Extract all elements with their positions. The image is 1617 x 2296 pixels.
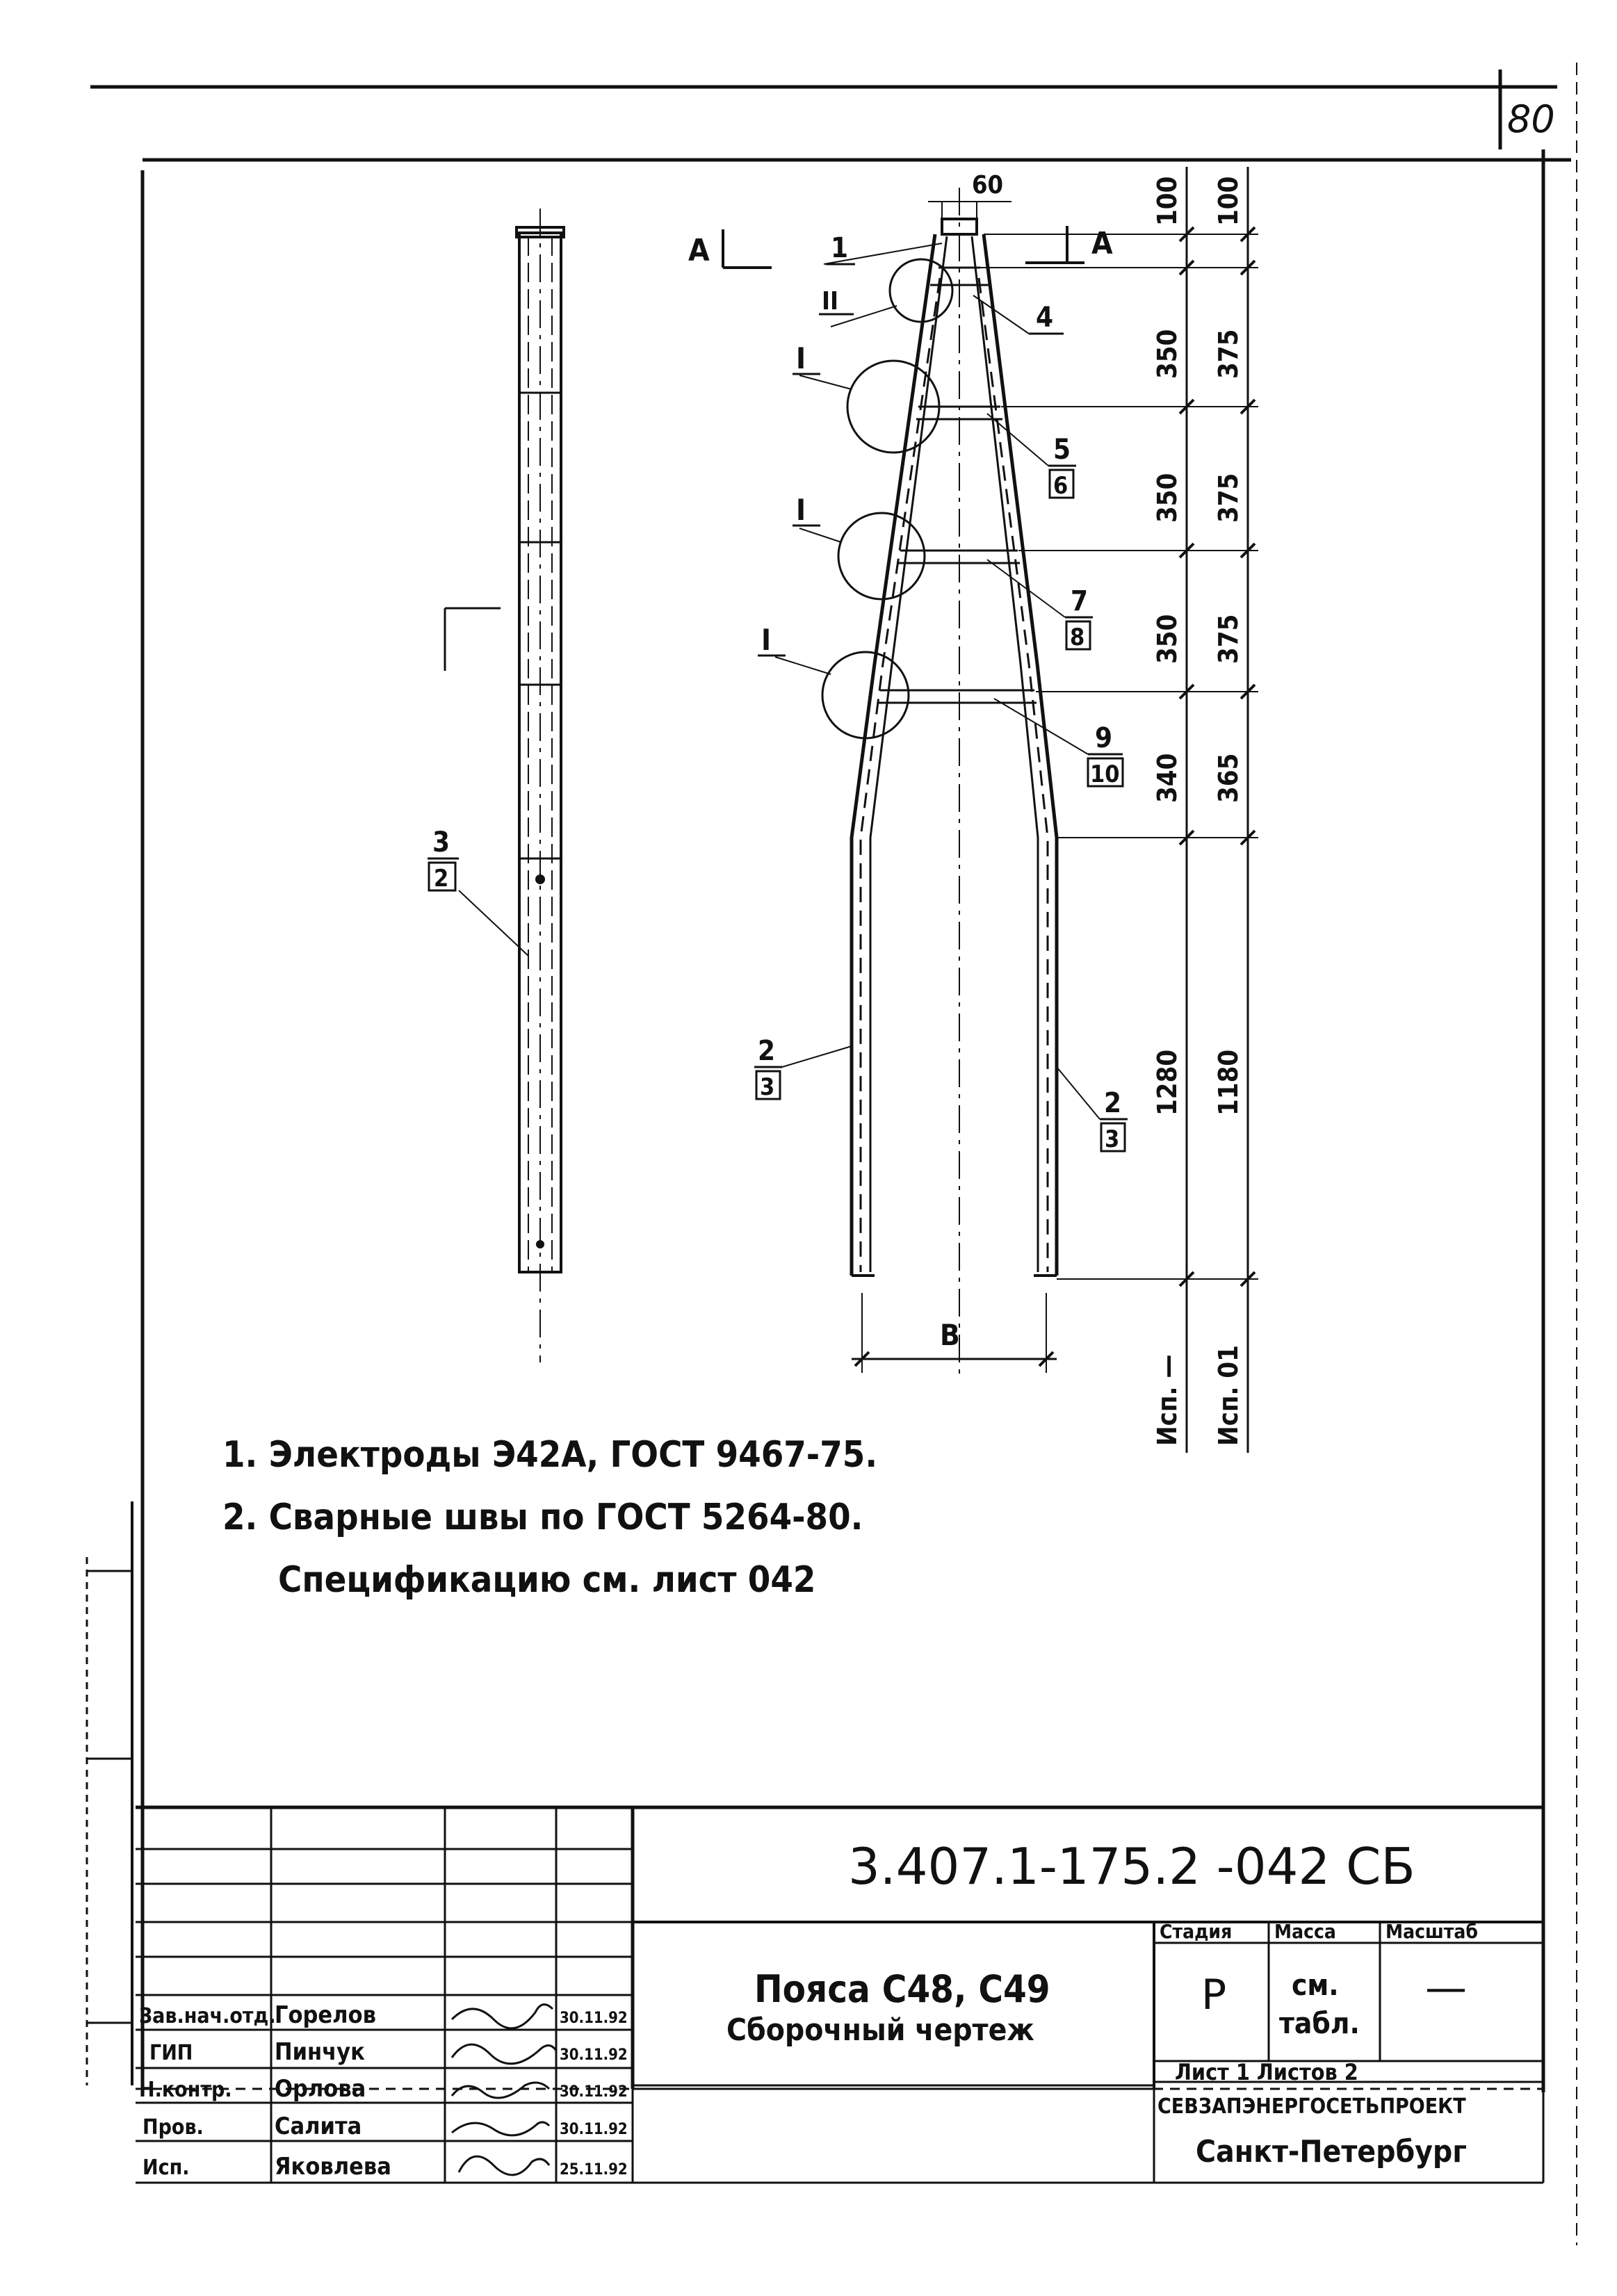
dim-label: 375 <box>1213 329 1244 379</box>
mass-label: Масса <box>1274 1920 1336 1943</box>
callout-pos-7: 7 <box>1071 585 1088 617</box>
signature-scribble <box>457 2155 551 2176</box>
title-block <box>136 1805 1545 2184</box>
callout-pos-9: 9 <box>1095 722 1112 754</box>
signer-name: Яковлева <box>275 2153 391 2181</box>
drawing-name-line2: Сборочный чертеж <box>726 2012 1034 2048</box>
dims-right: 100 375 375 375 365 1180 Исп. 01 <box>1213 177 1244 1446</box>
dim-label: 350 <box>1152 329 1183 379</box>
org-line2: Санкт-Петербург <box>1196 2134 1467 2169</box>
callout-qty-10: 10 <box>1090 760 1120 788</box>
dim-label: 1280 <box>1152 1050 1183 1116</box>
signer-role: ГИП <box>149 2041 193 2065</box>
side-view <box>444 209 565 1362</box>
note-1: 1. Электроды Э42А, ГОСТ 9467-75. <box>222 1434 877 1476</box>
signer-name: Пинчук <box>275 2038 365 2066</box>
callout-qty-6: 6 <box>1053 472 1068 500</box>
signature-scribble <box>451 2121 551 2137</box>
signer-role: Н.контр. <box>139 2078 232 2102</box>
callout-pos-4: 4 <box>1036 302 1053 334</box>
detail-marks: I I I II <box>758 287 854 657</box>
mass-value-1: см. <box>1292 1968 1339 2002</box>
section-marks: А А <box>688 226 1113 269</box>
callout-pos-2-right: 2 <box>1104 1087 1121 1119</box>
signer-name: Орлова <box>275 2075 366 2103</box>
callout-qty-8: 8 <box>1070 624 1084 651</box>
callout-pos-3: 3 <box>432 827 450 858</box>
front-view <box>774 188 1059 1380</box>
dims-left: 100 350 350 350 340 1280 Исп. — <box>1152 177 1183 1446</box>
dim-label: 340 <box>1152 754 1183 803</box>
dim-label: 365 <box>1213 754 1244 803</box>
dim-label: 1180 <box>1213 1050 1244 1116</box>
dim-label: Исп. 01 <box>1213 1345 1244 1446</box>
dim-label: 100 <box>1213 177 1244 226</box>
sheet-info: Лист 1 Листов 2 <box>1175 2059 1358 2085</box>
callout-qty-2: 2 <box>434 865 448 893</box>
section-mark-right: А <box>1091 226 1113 261</box>
signer-rows: Зав.нач.отд. Горелов 30.11.92 ГИП Пинчук… <box>139 2001 628 2181</box>
title-block-text: 3.407.1-175.2 -042 СБ Пояса С48, С49 Сбо… <box>726 1837 1478 2169</box>
signer-date: 30.11.92 <box>560 2046 628 2064</box>
dim-60-label: 60 <box>972 171 1003 200</box>
mass-value-2: табл. <box>1279 2006 1360 2040</box>
callout-pos-1: 1 <box>831 232 848 264</box>
note-2: 2. Сварные швы по ГОСТ 5264-80. <box>222 1497 863 1538</box>
signer-date: 25.11.92 <box>560 2161 628 2179</box>
drawing-name-line1: Пояса С48, С49 <box>754 1967 1050 2011</box>
scale-value: — <box>1425 1964 1467 2012</box>
signer-date: 30.11.92 <box>560 2010 628 2027</box>
dim-label: 375 <box>1213 473 1244 523</box>
signer-role: Пров. <box>143 2115 204 2140</box>
signer-name: Горелов <box>275 2001 376 2029</box>
dim-label: 375 <box>1213 614 1244 664</box>
section-mark-left: А <box>688 233 710 268</box>
dim-label: 350 <box>1152 473 1183 523</box>
callout-qty-3-left: 3 <box>760 1073 774 1101</box>
signer-date: 30.11.92 <box>560 2121 628 2138</box>
detail-mark: I <box>761 623 771 657</box>
dim-b-label: В <box>940 1318 960 1352</box>
signer-role: Зав.нач.отд. <box>139 2004 276 2028</box>
doc-code: 3.407.1-175.2 -042 СБ <box>848 1837 1415 1896</box>
detail-mark: II <box>822 287 838 316</box>
signer-date: 30.11.92 <box>560 2083 628 2101</box>
callout-qty-3-right: 3 <box>1105 1125 1119 1153</box>
stage-label: Стадия <box>1160 1920 1232 1943</box>
signature-scribble <box>450 2003 554 2030</box>
dim-b: В <box>852 1293 1057 1373</box>
signature-scribble <box>450 2043 558 2065</box>
dim-label: 100 <box>1152 177 1183 226</box>
sheet-frame <box>86 63 1577 2245</box>
note-3: Спецификацию см. лист 042 <box>278 1559 815 1601</box>
stage-value: Р <box>1201 1971 1226 2019</box>
callout-pos-5: 5 <box>1053 434 1071 466</box>
signer-name: Салита <box>275 2112 361 2140</box>
signer-role: Исп. <box>143 2156 190 2180</box>
sheet-number: 80 <box>1507 97 1555 141</box>
org-line1: СЕВЗАПЭНЕРГОСЕТЬПРОЕКТ <box>1157 2094 1466 2119</box>
dimension-chains <box>980 167 1258 1453</box>
callout-pos-2-left: 2 <box>758 1035 775 1067</box>
callouts: 1 4 5 6 7 8 9 10 2 3 2 3 3 <box>428 232 1128 1153</box>
detail-mark: I <box>796 493 806 527</box>
dim-60: 60 <box>928 171 1011 226</box>
dim-label: 350 <box>1152 614 1183 664</box>
detail-mark: I <box>796 341 806 375</box>
notes: 1. Электроды Э42А, ГОСТ 9467-75. 2. Свар… <box>222 1434 877 1601</box>
dim-label: Исп. — <box>1152 1354 1183 1446</box>
signature-scribble <box>450 2081 551 2099</box>
scale-label: Масштаб <box>1386 1920 1478 1943</box>
